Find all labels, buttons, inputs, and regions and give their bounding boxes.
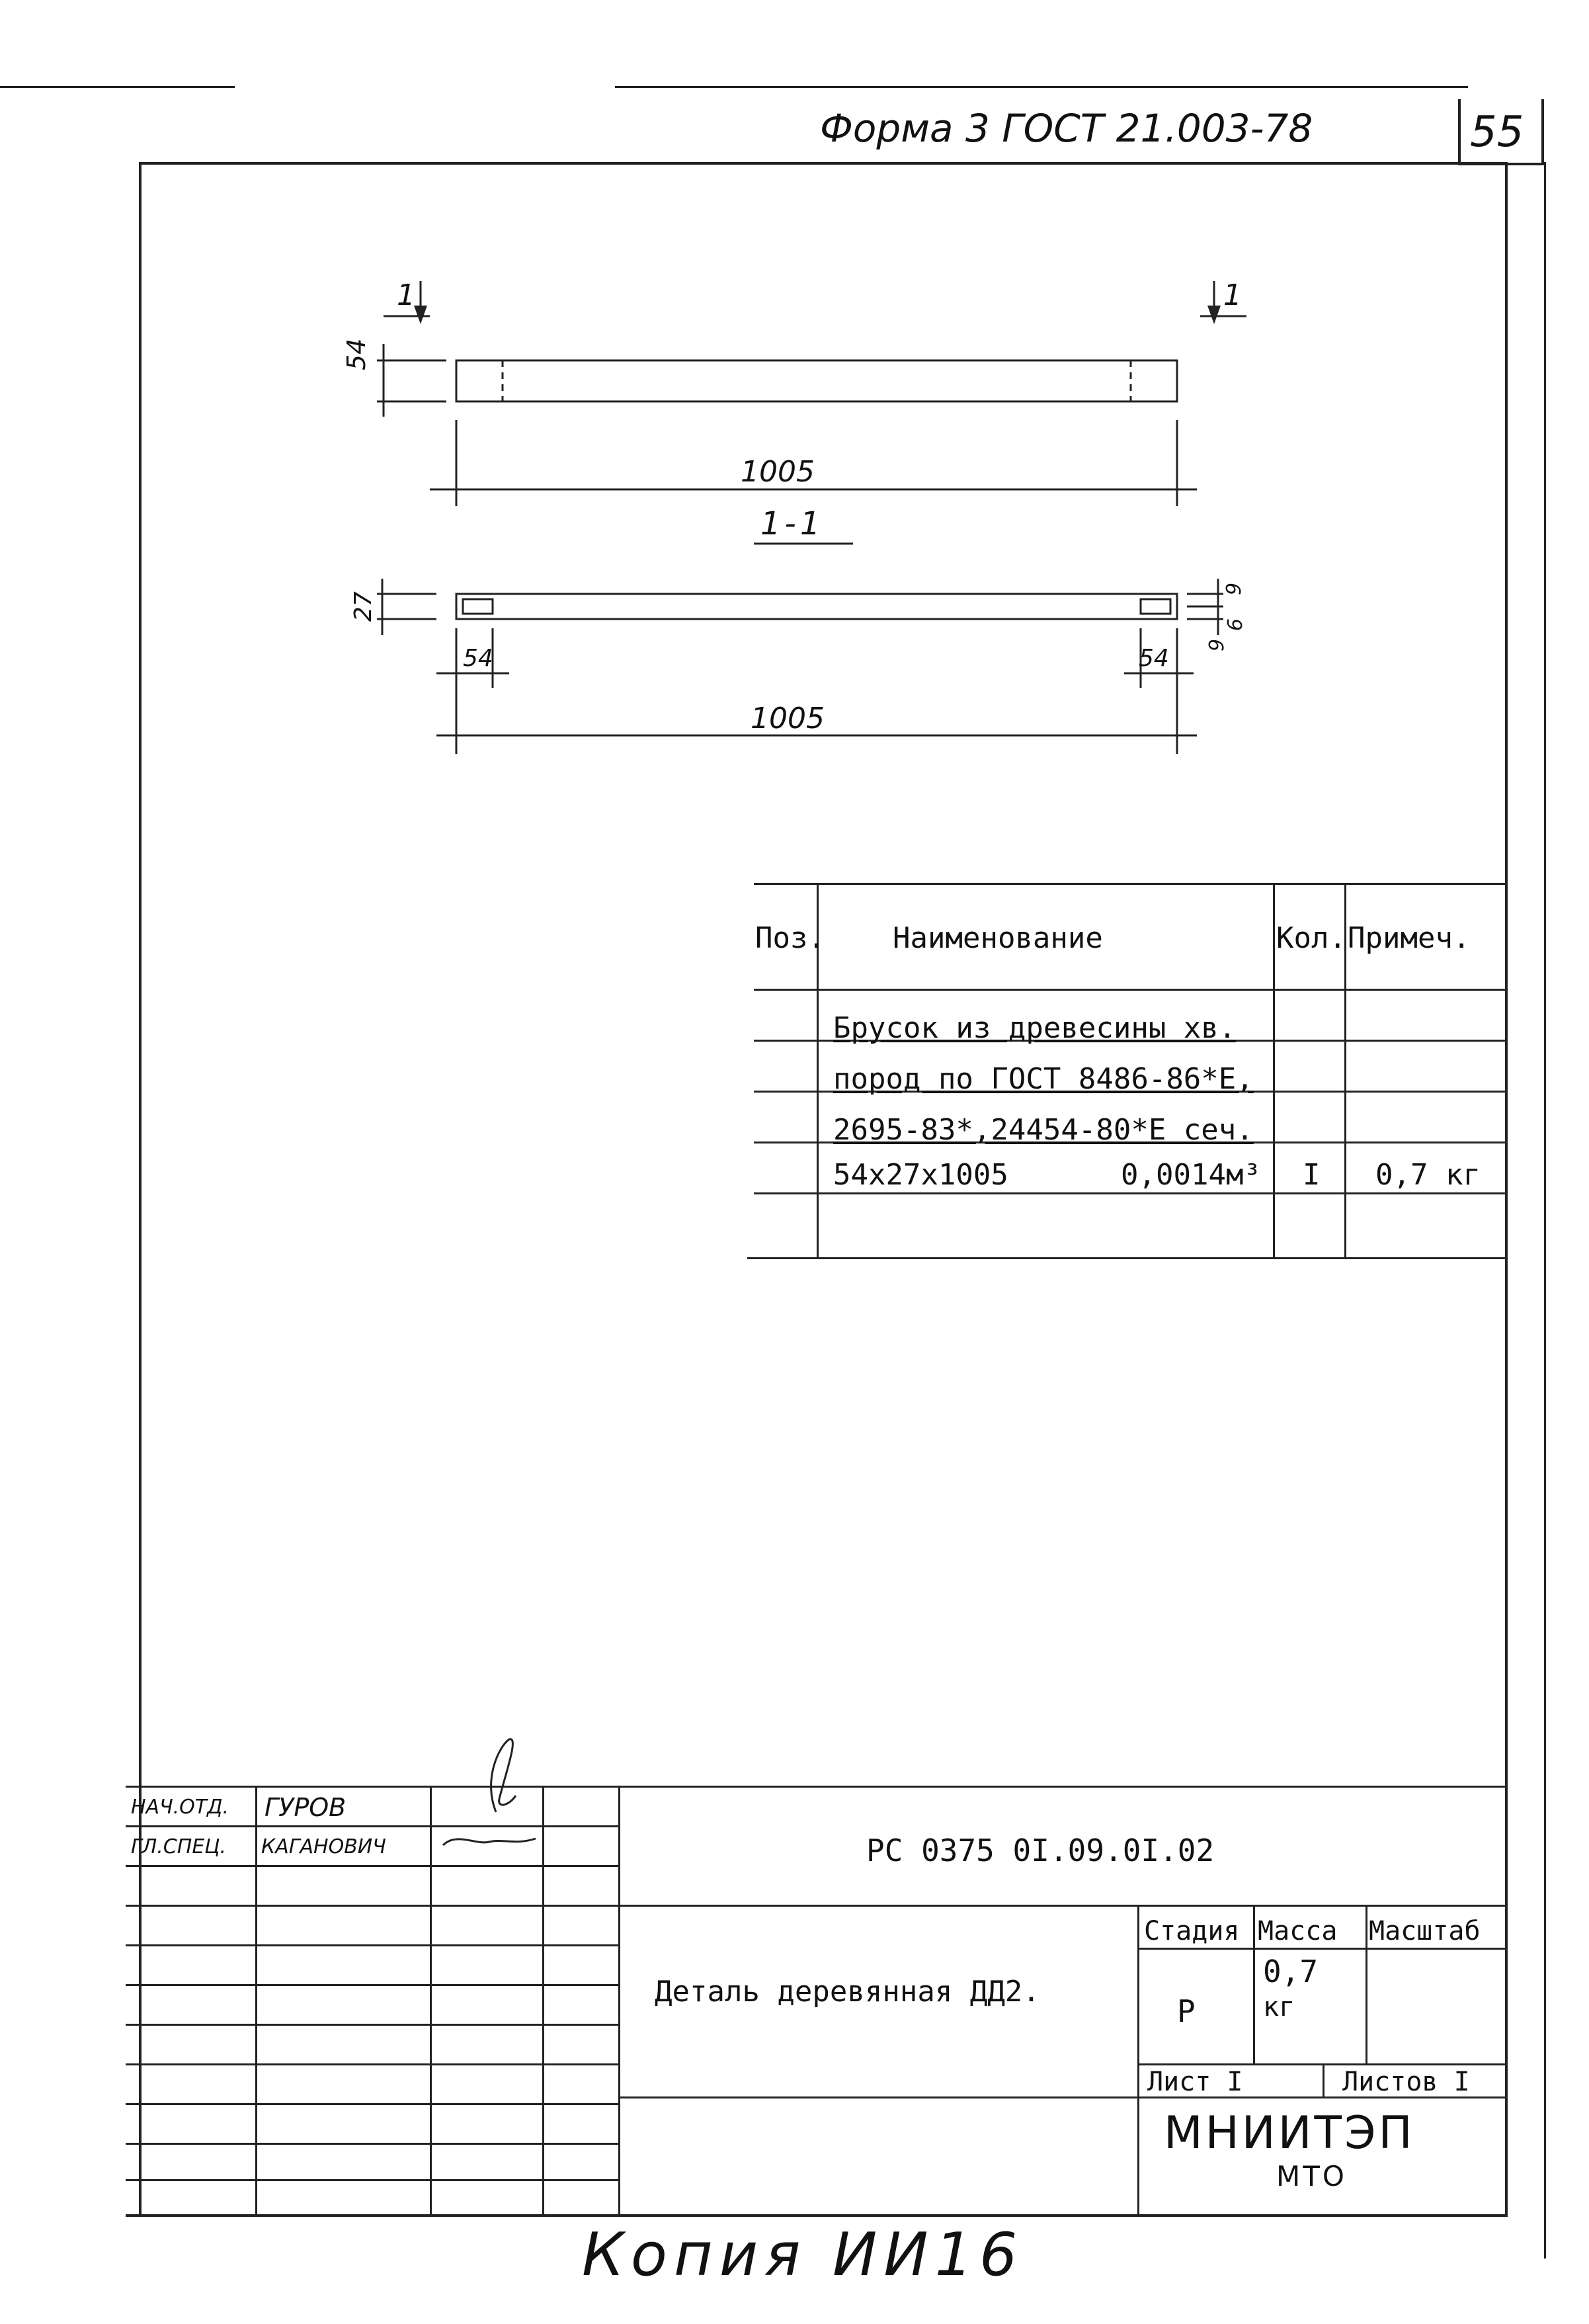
- org-dept: МТО: [1276, 2160, 1347, 2192]
- section-view-bar: [455, 593, 1178, 620]
- table-row-note: 0,7 кг: [1375, 1158, 1481, 1192]
- sec-right-dim-3: 9: [1205, 638, 1229, 651]
- org-name: МНИИТЭП: [1164, 2107, 1415, 2159]
- arrowhead-left: [414, 306, 427, 324]
- col-header-note: Примеч.: [1348, 921, 1471, 955]
- mass-unit: кг: [1263, 1992, 1295, 2022]
- table-row: пород по ГОСТ 8486-86*Е,: [833, 1062, 1254, 1096]
- signature-role-1: НАЧ.ОТД.: [131, 1796, 229, 1819]
- title-block: НАЧ.ОТД. ГУРОВ ГЛ.СПЕЦ. КАГАНОВИЧ РС 037…: [126, 1738, 1508, 2217]
- top-view-bar: [455, 359, 1178, 403]
- arrowhead-right: [1207, 306, 1221, 324]
- top-rule-left: [0, 86, 235, 88]
- table-row: Брусок из древесины хв.: [833, 1011, 1237, 1045]
- table-row-qty: I: [1303, 1158, 1321, 1192]
- table-row: 2695-83*,24454-80*Е сеч.: [833, 1113, 1254, 1147]
- slot-left: [462, 598, 494, 615]
- handwritten-note: Копия ИИ16: [582, 2220, 1024, 2290]
- stage-label: Стадия: [1144, 1916, 1240, 1946]
- form-label: Форма 3 ГОСТ 21.003-78: [820, 106, 1313, 151]
- signature-role-2: ГЛ.СПЕЦ.: [131, 1835, 227, 1858]
- col-header-pos: Поз.: [755, 921, 825, 955]
- signature-name-1: ГУРОВ: [265, 1793, 346, 1822]
- scale-label: Масштаб: [1369, 1916, 1481, 1946]
- spec-table: Поз. Наименование Кол. Примеч. Брусок из…: [747, 883, 1508, 1260]
- section-title: 1-1: [760, 505, 825, 542]
- mass-value: 0,7: [1263, 1954, 1319, 1989]
- section-marker-right-label: 1: [1223, 278, 1242, 312]
- col-header-name: Наименование: [893, 921, 1103, 955]
- signature-name-2: КАГАНОВИЧ: [261, 1835, 386, 1858]
- top-height-dim-label: 54: [342, 338, 371, 370]
- sheet-label: Лист I: [1147, 2067, 1243, 2097]
- mass-label: Масса: [1258, 1916, 1338, 1946]
- col-header-qty: Кол.: [1276, 921, 1346, 955]
- section-marker-left-label: 1: [397, 278, 415, 312]
- stage-value: Р: [1177, 1993, 1196, 2029]
- sec-right-dim-2: 9: [1222, 618, 1245, 632]
- outer-right-rule: [1544, 162, 1546, 2259]
- page-number: 55: [1470, 108, 1524, 157]
- drawing-frame: [139, 162, 1508, 2216]
- sheets-label: Листов I: [1342, 2067, 1470, 2097]
- sec-height-dim-label: 27: [350, 591, 377, 622]
- part-name: Деталь деревянная ДД2.: [655, 1975, 1040, 2009]
- drawing-area: [377, 281, 1246, 754]
- sec-length-dim-label: 1005: [751, 702, 825, 735]
- top-rule-right: [615, 86, 1468, 88]
- handwritten-signatures: [442, 1738, 536, 1847]
- table-row-size: 54х27х1005: [833, 1158, 1008, 1192]
- sec-right-dim-1: 9: [1223, 582, 1246, 595]
- slot-left-dim-label: 54: [463, 645, 493, 672]
- top-length-dim-label: 1005: [741, 455, 815, 489]
- doc-code: РС 0375 0I.09.0I.02: [866, 1833, 1215, 1868]
- slot-right: [1139, 598, 1172, 615]
- slot-right-dim-label: 54: [1139, 645, 1169, 672]
- table-row-volume: 0,0014м³: [1121, 1158, 1261, 1192]
